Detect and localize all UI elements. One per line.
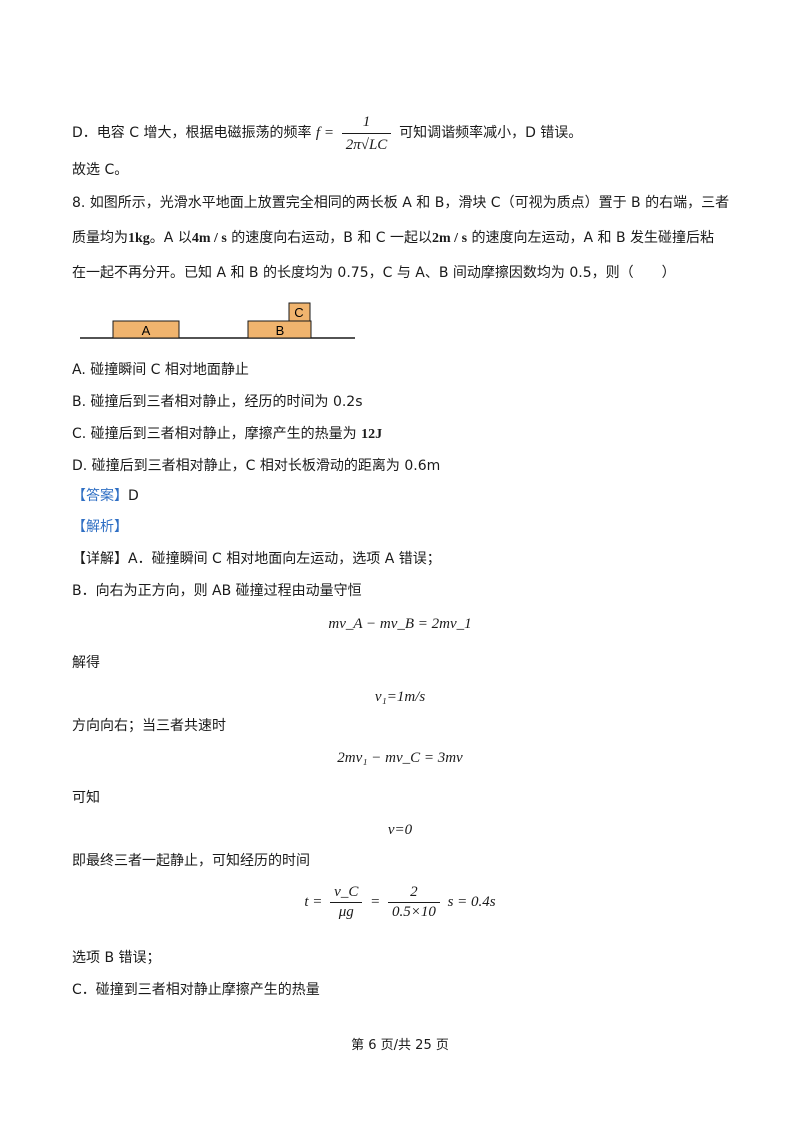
label-c: C [294, 305, 303, 320]
block-c [288, 302, 311, 322]
option-c-explanation: C．碰撞到三者相对静止摩擦产生的热量 [72, 982, 320, 998]
b-wrong-line: 选项 B 错误； [72, 950, 161, 966]
option-b: B. 碰撞后到三者相对静止，经历的时间为 0.2s [72, 394, 363, 410]
label-a: A [142, 323, 151, 338]
question-8-line-1: 8. 如图所示，光滑水平地面上放置完全相同的两长板 A 和 B，滑块 C（可视为… [72, 195, 730, 211]
page-footer: 第 6 页/共 25 页 [351, 1038, 449, 1053]
option-d: D. 碰撞后到三者相对静止，C 相对长板滑动的距离为 0.6m [72, 458, 441, 474]
analysis-tag: 【解析】 [72, 519, 128, 535]
solve-label: 解得 [72, 655, 100, 671]
question-8-line-3: 在一起不再分开。已知 A 和 B 的长度均为 0.75，C 与 A、B 间动摩擦… [72, 265, 676, 281]
blocks-diagram: A B C [80, 302, 355, 339]
answer-tag: 【答案】 [72, 488, 128, 504]
prev-d-text: D．电容 C 增大，根据电磁振荡的频率 [72, 124, 312, 141]
common-velocity-equation: 2mv₁ − mv_C = 3mv [337, 750, 463, 766]
prev-d-conclusion: 可知调谐频率减小，D 错误。 [399, 124, 583, 141]
momentum-equation: mv_A − mv_B = 2mv_1 [328, 616, 472, 632]
block-a [112, 320, 180, 339]
choose-line: 故选 C。 [72, 162, 129, 178]
detail-line: 【详解】A．碰撞瞬间 C 相对地面向左运动，选项 A 错误； [72, 551, 441, 567]
option-b-explanation: B．向右为正方向，则 AB 碰撞过程由动量守恒 [72, 583, 362, 599]
block-b [247, 320, 312, 339]
label-b: B [276, 323, 285, 338]
option-a: A. 碰撞瞬间 C 相对地面静止 [72, 362, 249, 378]
v-zero-result: v=0 [387, 822, 413, 838]
answer-value: D [128, 488, 139, 504]
direction-line: 方向向右；当三者共速时 [72, 718, 226, 734]
question-8-line-2: 质量均为1kg。A 以4m / s 的速度向右运动，B 和 C 一起以2m / … [72, 230, 715, 246]
option-c: C. 碰撞后到三者相对静止，摩擦产生的热量为 12J [72, 426, 383, 442]
v1-result: v₁=1m/s [374, 689, 426, 705]
answer-line: 【答案】D [72, 486, 139, 506]
finally-line: 即最终三者一起静止，可知经历的时间 [72, 853, 310, 869]
can-know-label: 可知 [72, 790, 100, 806]
